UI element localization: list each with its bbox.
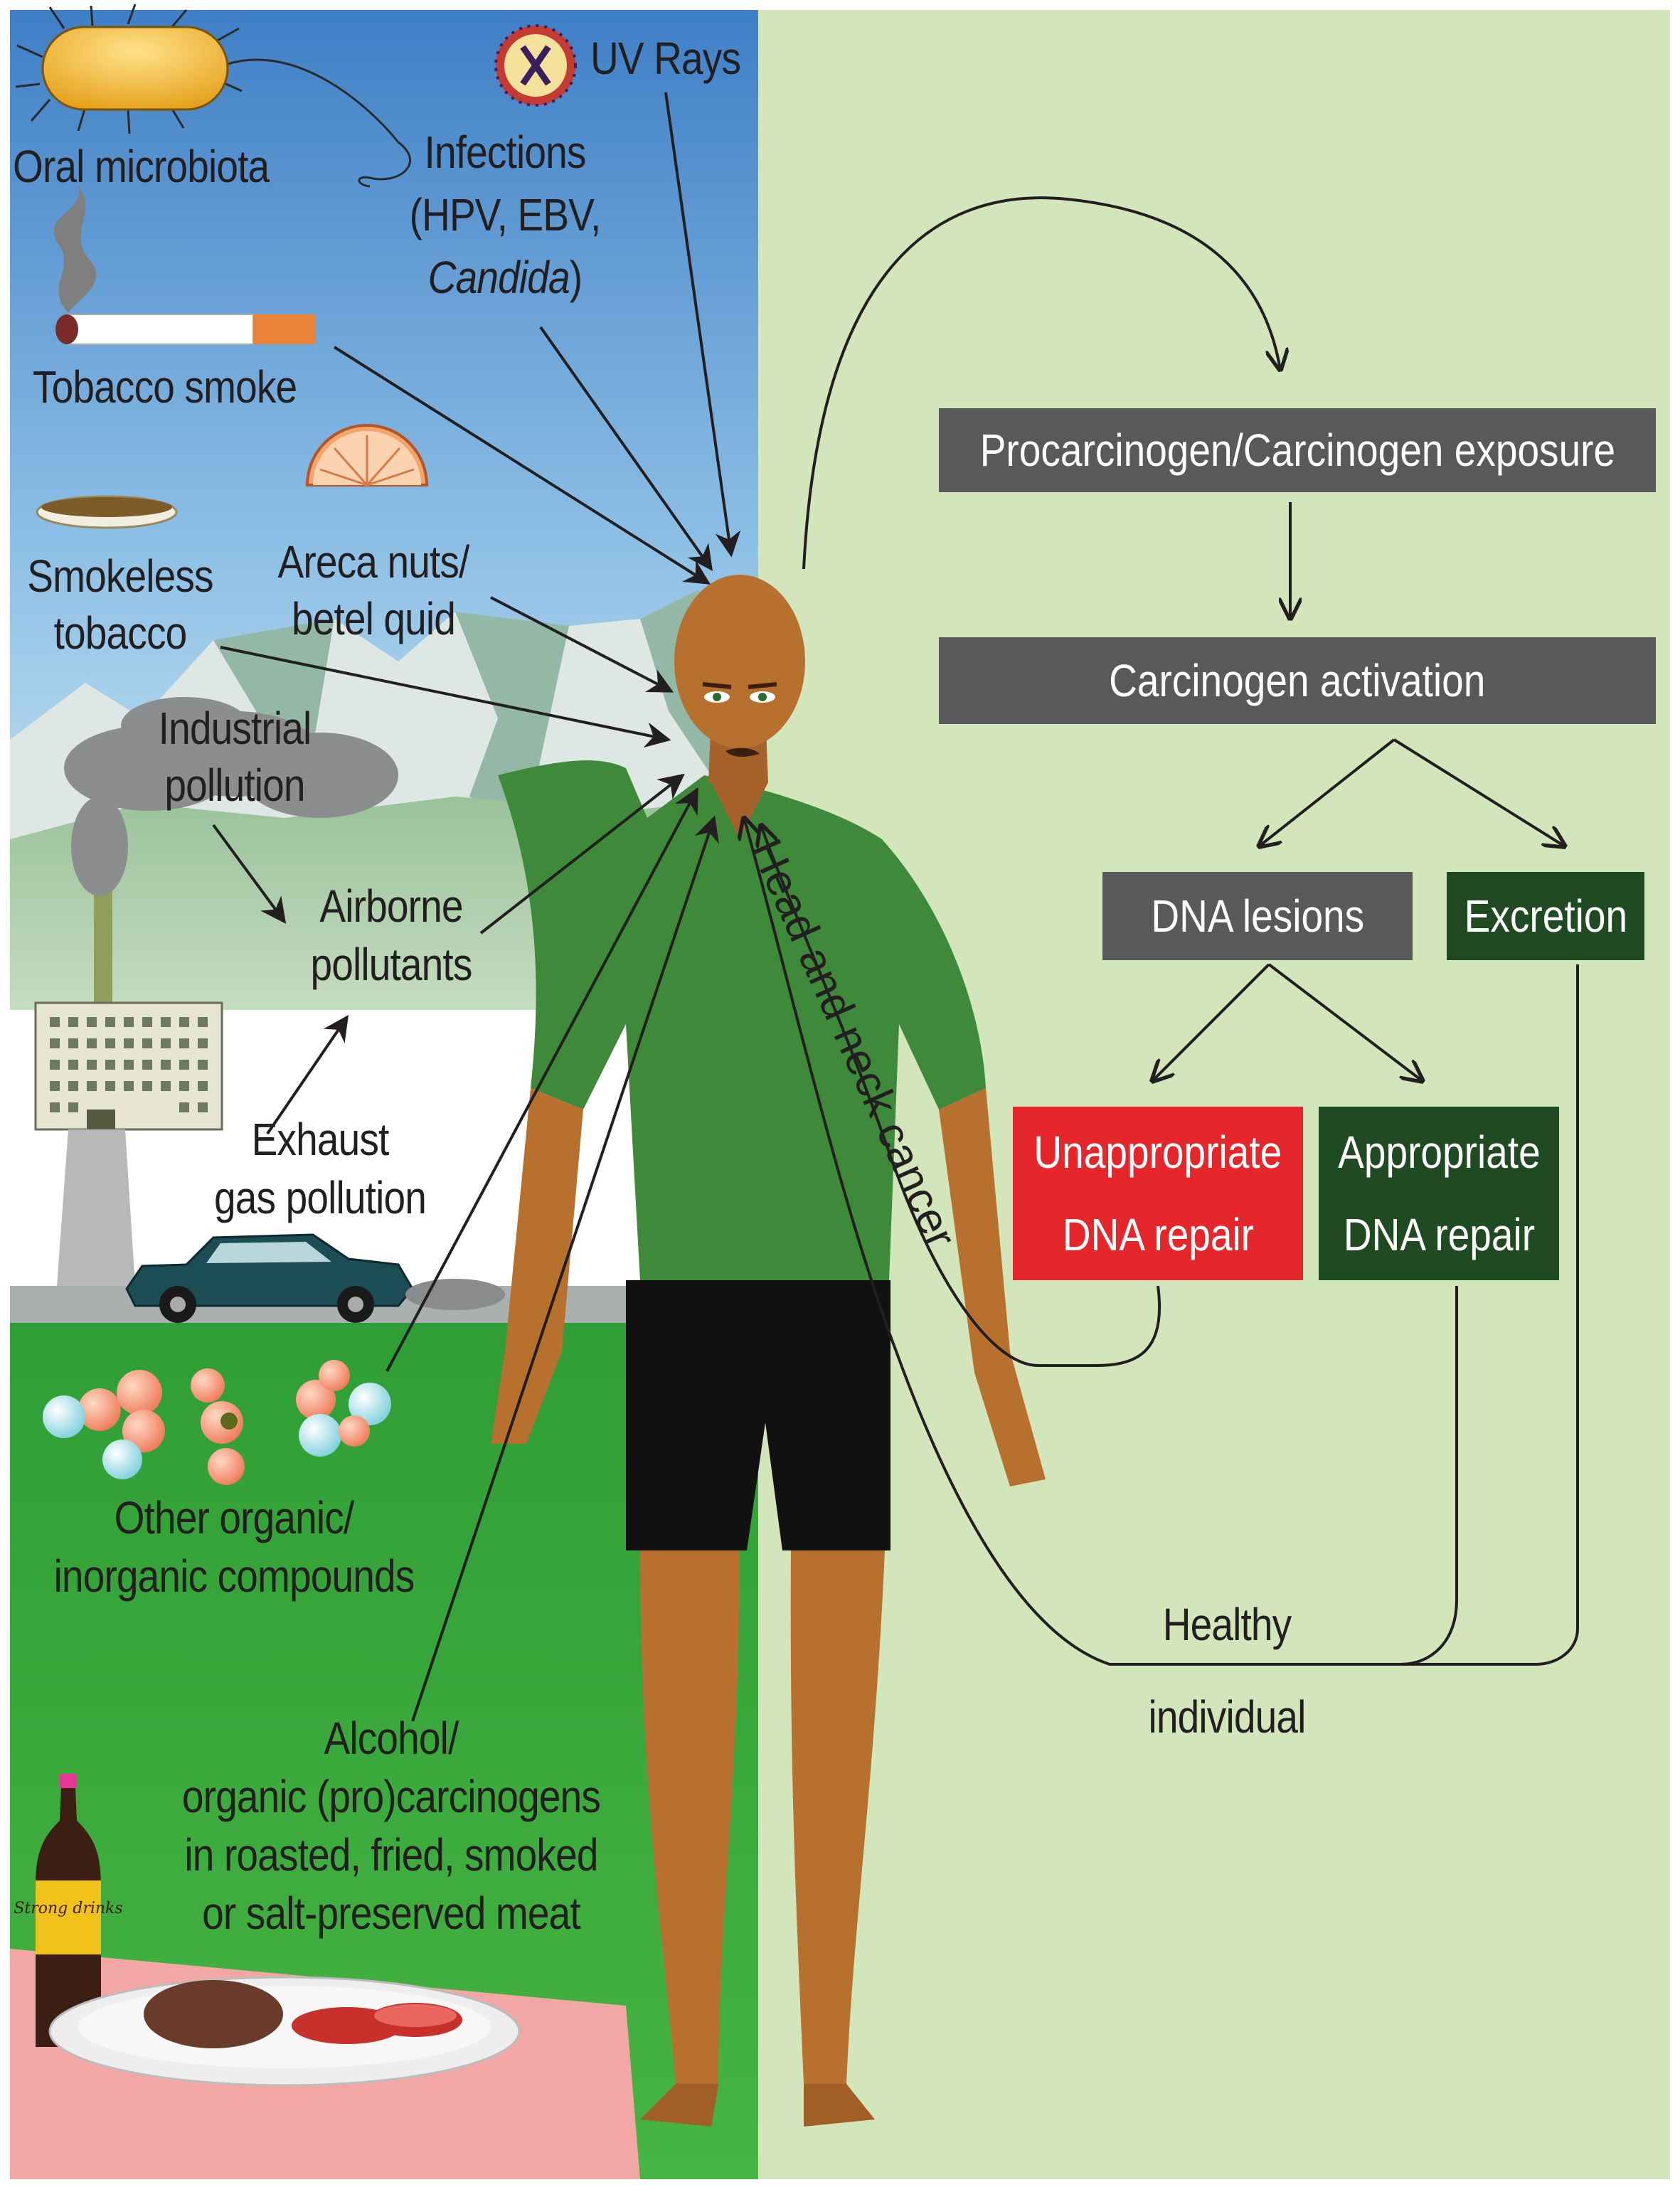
car-icon	[125, 1233, 505, 1323]
label-areca-line2: betel quid	[291, 593, 456, 644]
label-infections-line3: Candida)	[395, 246, 615, 309]
label-alcohol-meat: Alcohol/ organic (pro)carcinogens in roa…	[165, 1707, 617, 1944]
label-infections: Infections (HPV, EBV, Candida)	[395, 121, 615, 309]
arrow-head-to-exposure	[802, 196, 1280, 570]
line-excretion-to-healthy	[1401, 964, 1579, 1666]
arrow-areca	[490, 596, 674, 693]
arrow-lesions-appropriate	[1267, 963, 1423, 1081]
box-appropriate-line1: Appropriate	[1337, 1127, 1541, 1178]
factory-icon	[34, 839, 223, 1286]
label-industrial-line2: pollution	[164, 760, 305, 811]
box-unappropriate-dna-repair: Unappropriate DNA repair	[1013, 1107, 1303, 1280]
arrow-industrial-to-airborne	[212, 824, 287, 924]
areca-nut-icon	[305, 424, 429, 486]
exposure-arrows	[212, 92, 741, 1722]
box-excretion: Excretion	[1447, 872, 1644, 960]
label-industrial-line1: Industrial	[158, 703, 312, 754]
label-airborne-pollutants: Airborne pollutants	[299, 875, 483, 996]
bacterium-icon	[15, 4, 411, 188]
label-industrial-pollution: Industrial pollution	[143, 697, 326, 816]
box-dna-lesions-text: DNA lesions	[1151, 890, 1364, 942]
label-alcohol-line4: or salt-preserved meat	[202, 1888, 581, 1939]
label-exhaust-line1: Exhaust	[251, 1114, 390, 1165]
arrow-alcohol	[411, 815, 719, 1722]
label-smokeless-tobacco: Smokeless tobacco	[26, 545, 216, 664]
label-exhaust-line2: gas pollution	[214, 1172, 427, 1223]
smoke-cloud-icon	[64, 697, 398, 896]
label-uv-rays: UV Rays	[590, 33, 741, 84]
label-airborne-line1: Airborne	[319, 880, 463, 932]
cigarette-icon	[53, 185, 316, 345]
label-infections-line1: Infections	[424, 127, 587, 178]
label-oral-microbiota: Oral microbiota	[13, 141, 270, 192]
box-dna-lesions: DNA lesions	[1102, 872, 1413, 960]
box-carcinogen-activation: Carcinogen activation	[939, 637, 1656, 724]
box-carcinogen-exposure: Procarcinogen/Carcinogen exposure	[939, 408, 1656, 492]
label-exhaust-gas: Exhaust gas pollution	[198, 1108, 442, 1229]
human-figure-icon	[491, 575, 1046, 2127]
label-smokeless-line2: tobacco	[53, 607, 188, 659]
bottle-label: Strong drinks	[14, 1900, 122, 1917]
label-organic-line2: inorganic compounds	[53, 1550, 415, 1602]
label-areca-line1: Areca nuts/	[277, 536, 470, 587]
box-appropriate-dna-repair: Appropriate DNA repair	[1319, 1107, 1559, 1280]
box-unappropriate-line1: Unappropriate	[1033, 1127, 1282, 1178]
label-areca-nuts: Areca nuts/ betel quid	[272, 531, 474, 650]
label-healthy: Healthy	[1162, 1599, 1292, 1650]
box-appropriate-line2: DNA repair	[1343, 1209, 1535, 1260]
label-alcohol-line3: in roasted, fried, smoked	[184, 1829, 598, 1880]
label-organic-line1: Other organic/	[114, 1492, 355, 1543]
meat-plate-icon	[48, 1976, 521, 2087]
molecule-icon	[43, 1360, 391, 1485]
arrow-lesions-unappropriate	[1152, 963, 1270, 1081]
arrow-organic	[386, 787, 698, 1372]
arrow-infections	[539, 326, 713, 571]
arrow-tobacco-smoke	[333, 346, 711, 585]
label-infections-line2: (HPV, EBV,	[409, 189, 602, 240]
label-candida: Candida	[427, 252, 570, 303]
label-tobacco-smoke: Tobacco smoke	[33, 361, 297, 413]
arrow-airborne	[479, 773, 685, 935]
label-smokeless-line1: Smokeless	[27, 550, 213, 602]
arrow-unappropriate-to-cancer	[761, 825, 1161, 1367]
arrow-smokeless	[220, 646, 671, 748]
box-carcinogen-activation-text: Carcinogen activation	[1109, 655, 1486, 706]
tobacco-tin-icon	[36, 495, 178, 529]
box-excretion-text: Excretion	[1464, 890, 1627, 942]
label-infections-close: )	[569, 252, 583, 303]
label-alcohol-line1: Alcohol/	[324, 1713, 459, 1764]
label-organic-compounds: Other organic/ inorganic compounds	[41, 1486, 427, 1607]
virus-icon	[494, 24, 577, 107]
arrow-uv	[664, 92, 741, 558]
box-carcinogen-exposure-text: Procarcinogen/Carcinogen exposure	[979, 425, 1615, 476]
arrow-activation-excretion	[1393, 738, 1565, 846]
label-airborne-line2: pollutants	[310, 939, 472, 990]
bottle-icon: Strong drinks	[14, 1774, 123, 2047]
label-alcohol-line2: organic (pro)carcinogens	[181, 1771, 601, 1822]
box-unappropriate-line2: DNA repair	[1062, 1209, 1254, 1260]
arrow-healthy-to-head	[744, 818, 1401, 1666]
label-individual: individual	[1148, 1691, 1307, 1743]
arrow-activation-lesions	[1259, 738, 1395, 846]
arrow-exhaust-to-airborne	[266, 1015, 349, 1135]
flow-arrows	[744, 196, 1579, 1666]
